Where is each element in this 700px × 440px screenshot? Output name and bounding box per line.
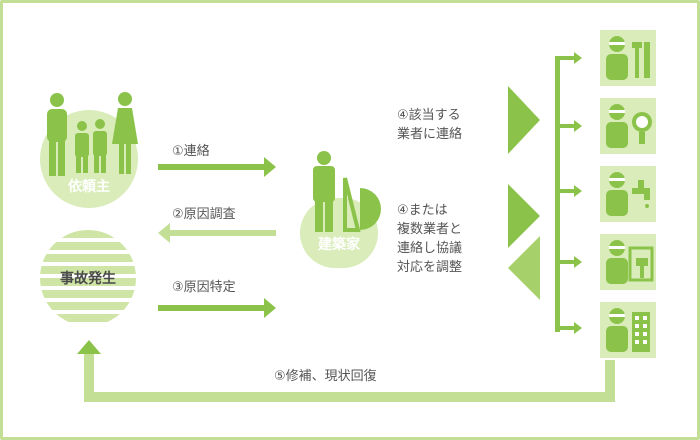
- contractor-1: [600, 30, 656, 86]
- step3-arrow: [158, 305, 264, 311]
- step2-arrow: [170, 230, 276, 236]
- step1-text: ①連絡: [172, 144, 210, 159]
- carpenter-tools-icon: [606, 36, 650, 80]
- return-horizontal: [84, 392, 615, 402]
- contractor-2: [600, 98, 656, 154]
- return-vertical-left: [84, 352, 94, 402]
- client-label: 依頼主: [68, 179, 110, 195]
- triangle-right-2: [508, 184, 540, 248]
- painter-roller-icon: [606, 240, 654, 284]
- step5-text: ⑤修補、現状回復: [274, 369, 377, 384]
- contractor-5: [600, 302, 656, 358]
- step2-text: ②原因調査: [172, 207, 236, 222]
- architect-label: 建築家: [318, 237, 360, 253]
- return-vertical-right: [605, 360, 615, 402]
- builder-building-icon: [606, 308, 650, 352]
- triangle-right-1: [508, 86, 540, 154]
- return-arrowhead: [77, 340, 101, 354]
- step4a-note: ④該当する 業者に連絡: [397, 108, 463, 142]
- bus-line: [555, 56, 560, 332]
- incident-label: 事故発生: [60, 271, 116, 287]
- step3-text: ③原因特定: [172, 280, 236, 295]
- incident-circle: [40, 230, 136, 326]
- contractor-4: [600, 234, 656, 290]
- step1-arrow: [158, 164, 264, 170]
- plumber-faucet-icon: [606, 172, 650, 216]
- architect-icon: [313, 151, 381, 232]
- electrician-lightbulb-icon: [606, 104, 652, 148]
- contractor-3: [600, 166, 656, 222]
- family-icon: [47, 92, 138, 176]
- triangle-left: [508, 236, 540, 300]
- step4b-note: ④または 複数業者と 連絡し協議 対応を調整: [397, 203, 463, 275]
